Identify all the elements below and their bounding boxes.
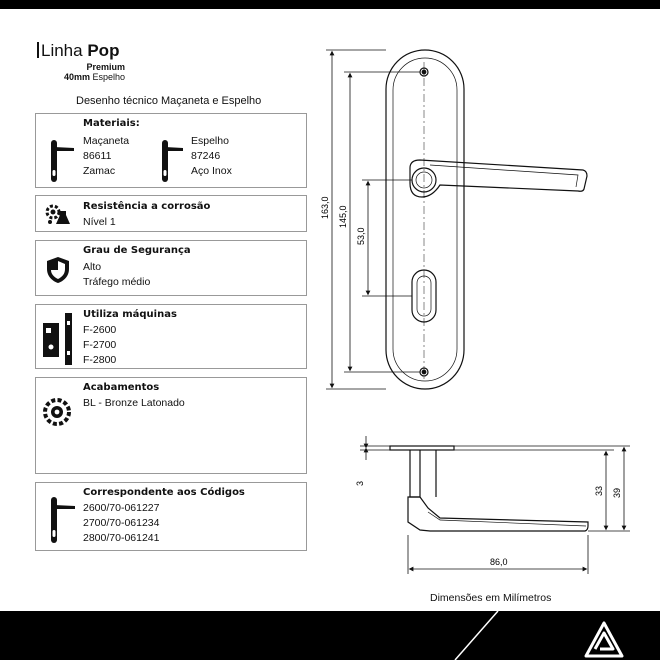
side-dimensions [360, 436, 630, 574]
size-value: 40mm [63, 72, 90, 82]
front-view [385, 49, 588, 390]
dim-height: 39 [612, 488, 622, 498]
finishes-box: Acabamentos BL - Bronze Latonado [35, 377, 307, 474]
subtitle: Premium [86, 62, 125, 72]
machine-item: F-2800 [83, 354, 117, 366]
corrosion-value: Nível 1 [83, 216, 116, 228]
code-item: 2700/70-061234 [83, 517, 160, 529]
side-spindle [409, 450, 421, 498]
palette-icon [43, 398, 71, 426]
corrosion-title: Resistência a corrosão [83, 201, 211, 212]
side-view [389, 445, 589, 532]
finishes-title: Acabamentos [83, 382, 160, 393]
corrosion-box: Resistência a corrosão Nível 1 [35, 195, 307, 232]
shield-icon [47, 257, 69, 283]
codes-box: Correspondente aos Códigos 2600/70-06122… [35, 482, 307, 551]
machine-item: F-2700 [83, 339, 117, 351]
side-lever [407, 496, 589, 532]
handle-material-type: Zamac [83, 165, 116, 177]
document-title: Desenho técnico Maçaneta e Espelho [76, 95, 262, 107]
dim-holes: 145,0 [338, 205, 348, 228]
security-level: Alto [83, 261, 102, 273]
machine-item: F-2600 [83, 324, 117, 336]
dimensions-note: Dimensões em Milímetros [430, 592, 552, 604]
code-item: 2600/70-061227 [83, 502, 160, 514]
lever-handle [409, 159, 588, 198]
machines-title: Utiliza máquinas [83, 309, 177, 320]
plate-name: Espelho [191, 135, 229, 147]
finishes-value: BL - Bronze Latonado [83, 397, 185, 409]
footer-bar [0, 611, 660, 660]
dim-keyhole: 53,0 [356, 227, 366, 245]
codes-title: Correspondente aos Códigos [83, 487, 245, 498]
security-values: Alto Tráfego médio [83, 260, 150, 290]
side-plate [389, 445, 455, 451]
dim-rose: 33 [594, 486, 604, 496]
brand-logo-icon [584, 621, 624, 658]
machines-list: F-2600 F-2700 F-2800 [83, 323, 116, 368]
machines-box: Utiliza máquinas F-2600 F-2700 F-2800 [35, 304, 307, 369]
size-line: 40mm Espelho [0, 72, 125, 82]
plate-material: Espelho 87246 Aço Inox [191, 134, 232, 179]
escutcheon-plate [385, 49, 465, 390]
size-label: Espelho [92, 72, 125, 82]
codes-list: 2600/70-061227 2700/70-061234 2800/70-06… [83, 501, 160, 546]
gear-flask-icon [45, 204, 70, 224]
lock-machine-icon [43, 313, 72, 365]
dim-total: 163,0 [320, 196, 330, 219]
handle-icon [51, 140, 74, 182]
code-item: 2800/70-061241 [83, 532, 160, 544]
footer-decoration [454, 611, 624, 660]
plate-code: 87246 [191, 150, 221, 162]
handle-material: Maçaneta 86611 Zamac [83, 134, 129, 179]
materials-title: Materiais: [83, 118, 140, 129]
product-title: Linha Pop [37, 42, 119, 60]
security-box: Grau de Segurança Alto Tráfego médio [35, 240, 307, 296]
handle-code: 86611 [83, 150, 112, 162]
plate-inner-edge [392, 57, 458, 382]
handle-name: Maçaneta [83, 135, 130, 147]
materials-box: Materiais: Maçaneta 86611 Zamac Espelho … [35, 113, 307, 188]
security-title: Grau de Segurança [83, 245, 191, 256]
security-traffic: Tráfego médio [83, 276, 151, 288]
plate-icon [162, 140, 183, 182]
handle-icon [51, 497, 75, 543]
dim-length: 86,0 [490, 557, 508, 567]
line-name: Linha [41, 41, 83, 60]
dim-plate: 3 [355, 481, 365, 486]
technical-drawing: 163,0 145,0 53,0 3 33 39 86,0 [320, 49, 630, 574]
top-bar [0, 0, 660, 9]
front-dimensions [326, 49, 420, 390]
plate-material-type: Aço Inox [191, 165, 232, 177]
model-name: Pop [87, 41, 120, 60]
